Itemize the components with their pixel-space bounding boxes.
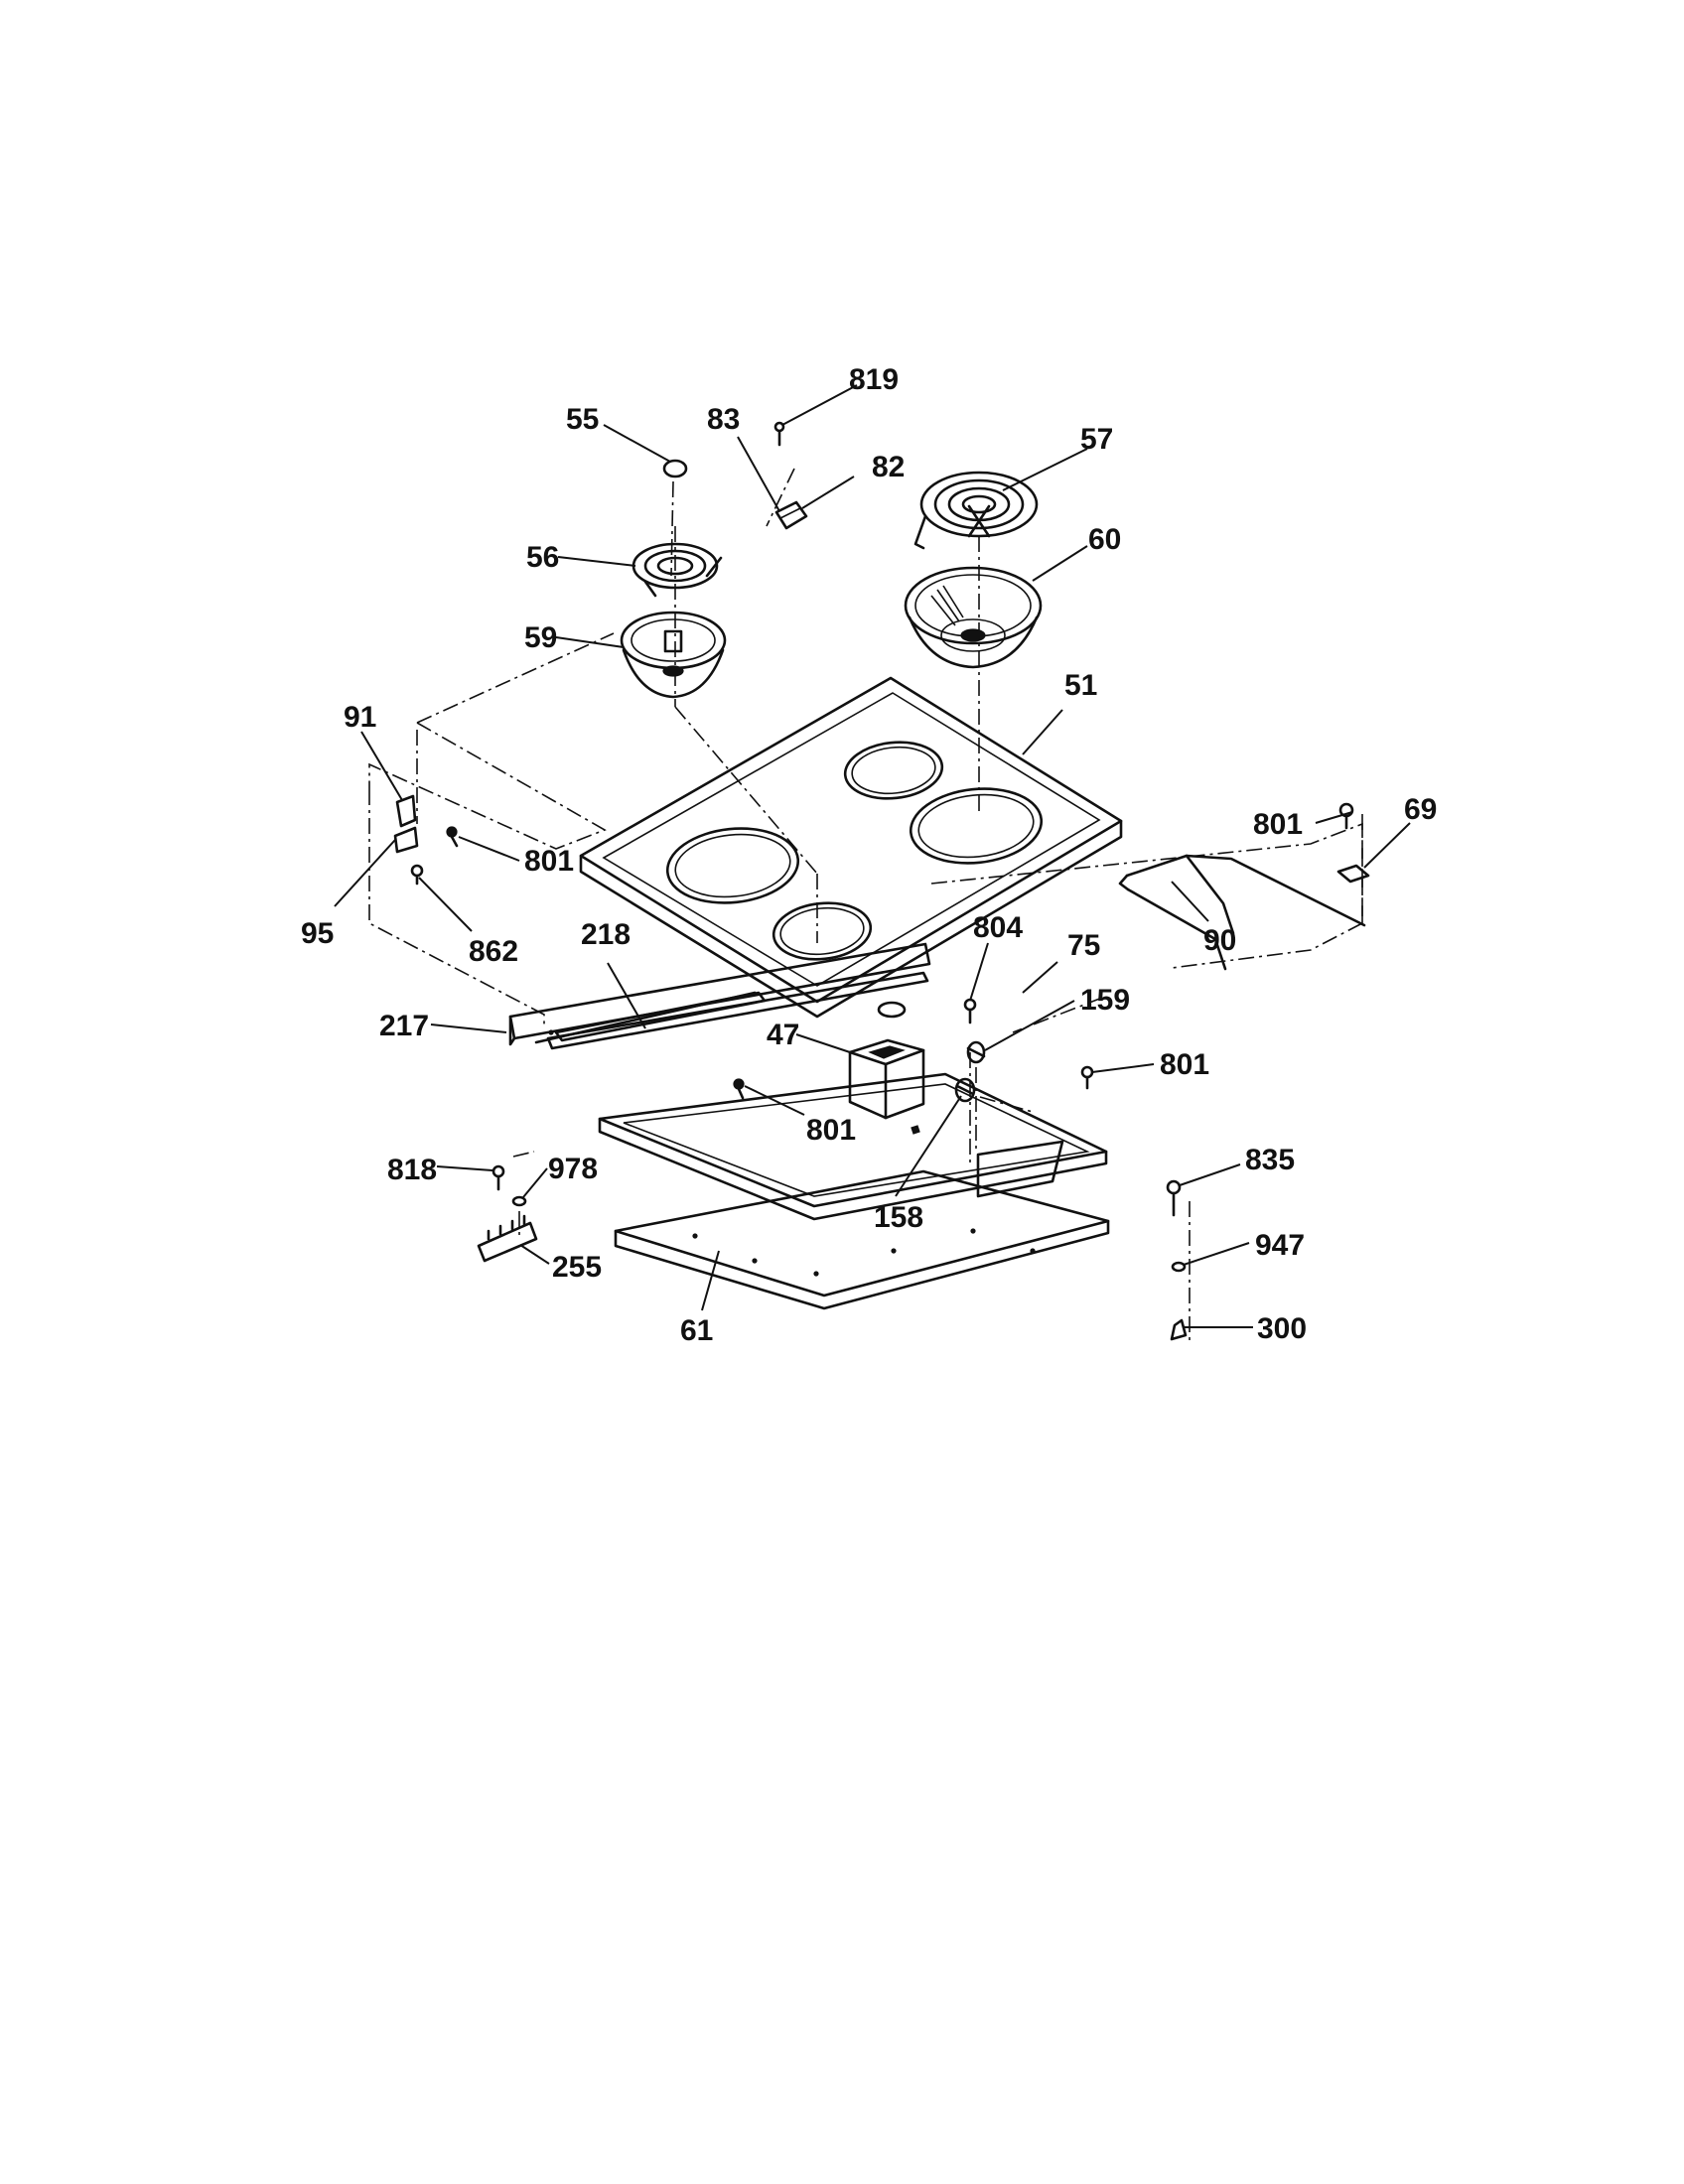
callout-835: 835 [1245, 1144, 1295, 1176]
callout-300: 300 [1257, 1312, 1307, 1345]
surface-element-57 [913, 471, 1039, 550]
callout-255: 255 [552, 1251, 602, 1284]
callout-801-center: 801 [806, 1114, 856, 1147]
callout-82: 82 [872, 451, 905, 483]
cap-55 [662, 459, 688, 478]
washer-978 [511, 1195, 527, 1207]
callout-59: 59 [524, 621, 557, 654]
leader-lines [334, 384, 1411, 1328]
callout-801-left: 801 [524, 845, 574, 878]
callout-801-right: 801 [1160, 1048, 1209, 1081]
drip-pan-59 [620, 611, 727, 699]
assembly-lines [368, 468, 1363, 1342]
surface-element-56 [632, 542, 723, 598]
callout-819: 819 [849, 363, 899, 396]
screw-801-right [1080, 1065, 1094, 1090]
callout-158: 158 [874, 1201, 923, 1234]
screw-818 [491, 1164, 505, 1191]
box-47 [848, 1001, 925, 1135]
bracket-95 [393, 826, 419, 854]
screw-862 [410, 864, 424, 886]
receptacle-82 [774, 500, 808, 530]
callout-91: 91 [344, 701, 376, 734]
bracket-91 [395, 794, 417, 828]
bottom-plate-61 [614, 1169, 1110, 1310]
callout-57: 57 [1080, 423, 1113, 456]
callout-69: 69 [1404, 793, 1437, 826]
callout-217: 217 [379, 1010, 429, 1042]
cooktop-51 [579, 676, 1123, 1019]
bolt-835 [1166, 1179, 1182, 1217]
callout-818: 818 [387, 1154, 437, 1186]
pan-75 [598, 1072, 1108, 1221]
callout-labels: 819 55 83 82 57 56 60 59 51 91 801 69 80… [301, 363, 1437, 1347]
screw-819 [773, 421, 785, 447]
callout-90: 90 [1203, 924, 1236, 957]
screw-801-left [446, 826, 459, 848]
callout-83: 83 [707, 403, 740, 436]
callout-218: 218 [581, 918, 631, 951]
rail-218 [534, 991, 757, 1044]
callout-60: 60 [1088, 523, 1121, 556]
screw-804 [963, 998, 977, 1024]
callout-47: 47 [767, 1019, 799, 1051]
connector-158 [954, 1077, 976, 1103]
callout-978: 978 [548, 1153, 598, 1185]
clip-300 [1170, 1318, 1188, 1341]
screw-801-top-right [1338, 802, 1354, 830]
washer-947 [1171, 1261, 1187, 1273]
callout-51: 51 [1064, 669, 1097, 702]
rod-90 [1118, 854, 1366, 971]
callout-75: 75 [1067, 929, 1100, 962]
callout-804: 804 [973, 911, 1023, 944]
callout-55: 55 [566, 403, 599, 436]
screw-801-center [733, 1078, 745, 1100]
callout-947: 947 [1255, 1229, 1305, 1262]
clip-69 [1336, 864, 1370, 884]
callout-801-top-right: 801 [1253, 808, 1303, 841]
connector-159 [966, 1040, 986, 1064]
callout-95: 95 [301, 917, 334, 950]
callout-61: 61 [680, 1314, 713, 1347]
terminal-block-255 [477, 1214, 538, 1263]
callout-56: 56 [526, 541, 559, 574]
callout-159: 159 [1080, 984, 1130, 1017]
drip-pan-60 [904, 566, 1043, 669]
callout-862: 862 [469, 935, 518, 968]
